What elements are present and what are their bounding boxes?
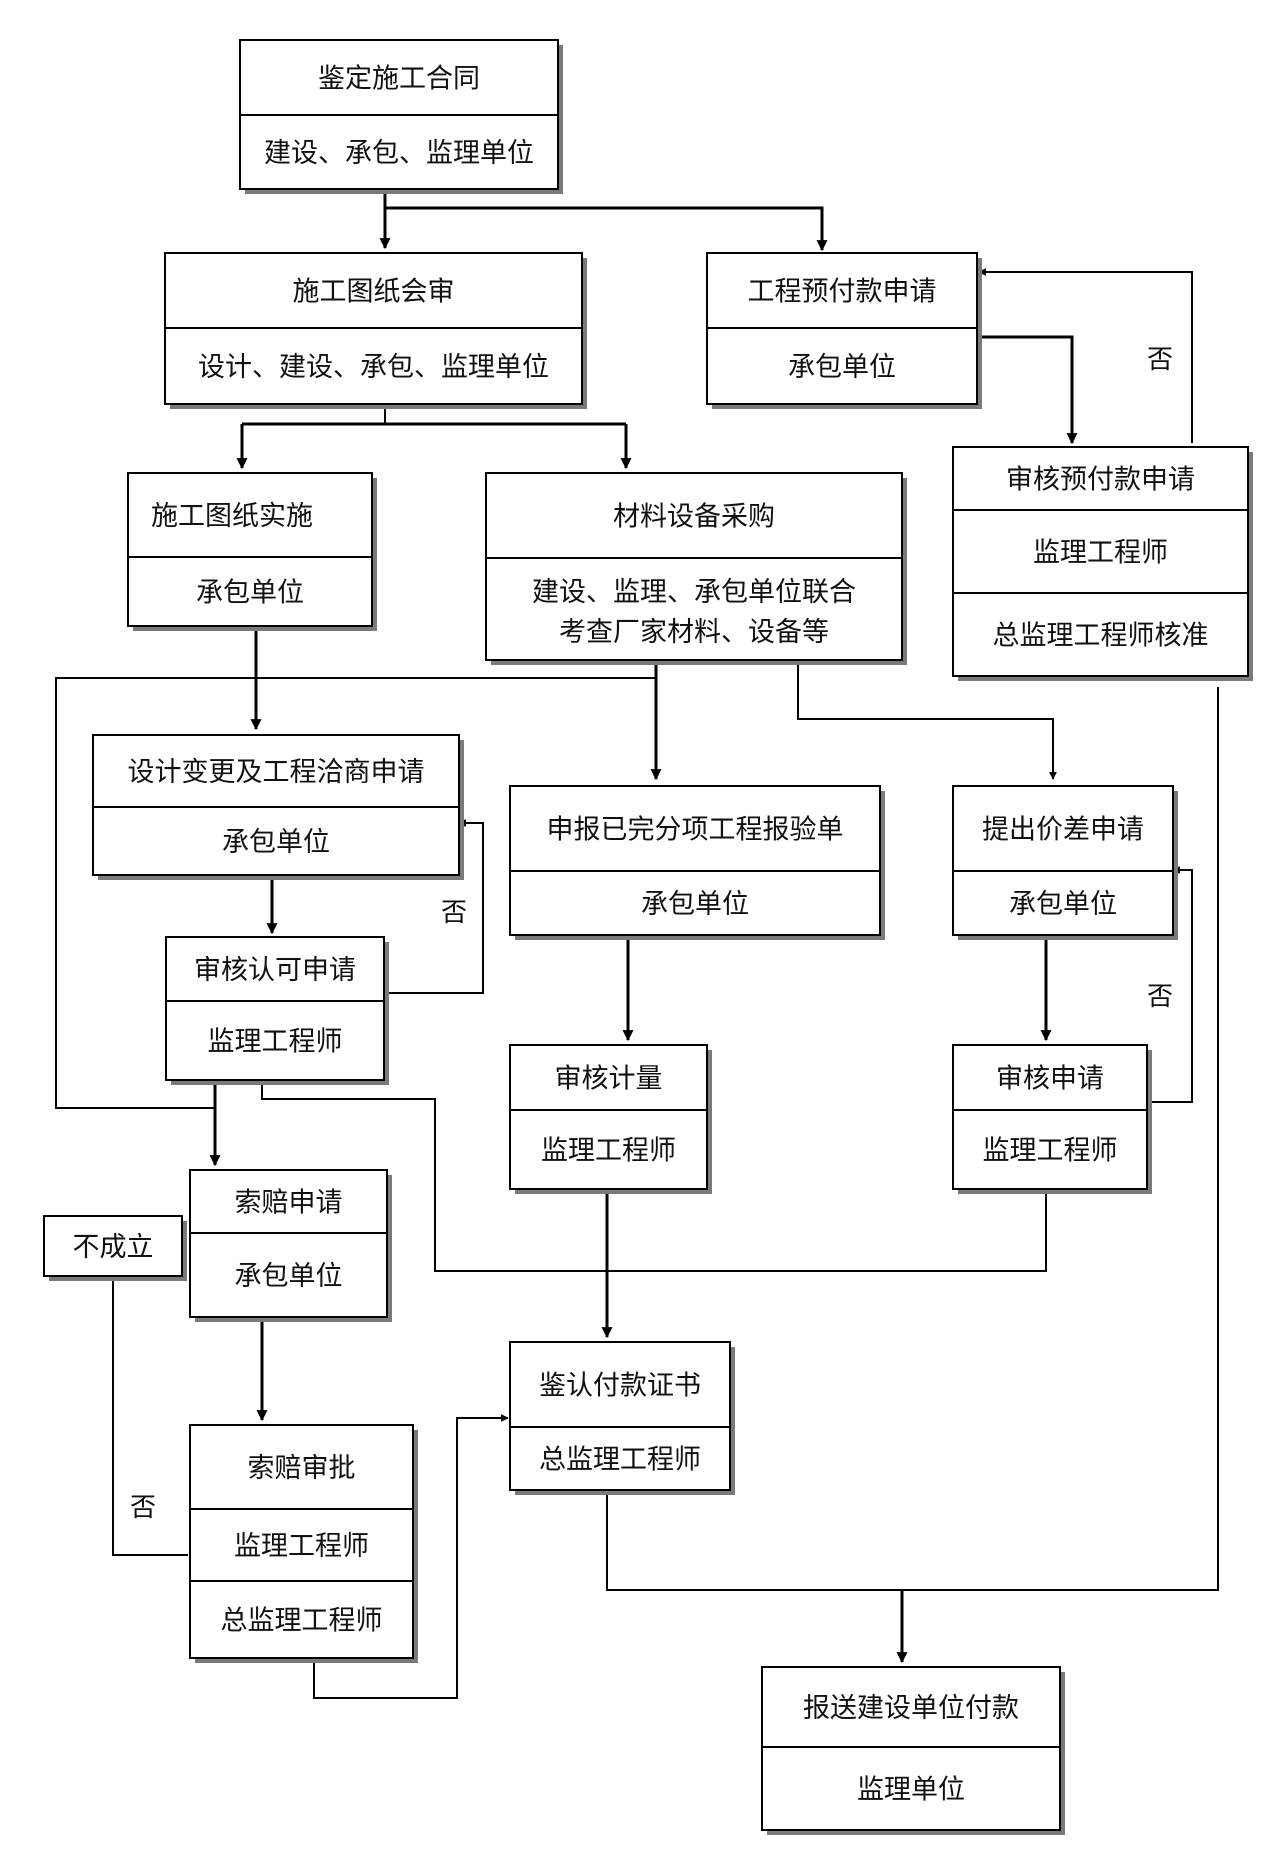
box-title: 审核申请 <box>996 1064 1104 1095</box>
box-label: 监理工程师 <box>983 1136 1118 1167</box>
box-frame <box>509 1044 708 1190</box>
arrow-claim-approve-no-to-invalid <box>109 1271 188 1556</box>
box-label: 总监理工程师 <box>221 1606 383 1637</box>
no-label-claim: 否 <box>130 1493 156 1523</box>
line-payment-cert-to-report <box>606 687 1219 1591</box>
box-frame <box>509 1341 731 1491</box>
arrow-prepay-apply-to-review <box>977 335 1078 445</box>
box-frame <box>509 785 881 936</box>
box-label: 承包单位 <box>235 1261 343 1292</box>
box-frame <box>761 1666 1061 1831</box>
box-title: 施工图纸会审 <box>293 277 455 308</box>
line-material-left-loop <box>55 677 656 1109</box>
box-label: 监理单位 <box>857 1775 965 1806</box>
box-frame <box>165 936 385 1081</box>
box-title: 鉴认付款证书 <box>539 1371 701 1402</box>
box-label: 监理工程师 <box>208 1027 343 1058</box>
box-label: 建设、监理、承包单位联合 <box>532 577 856 608</box>
box-title: 审核计量 <box>555 1064 663 1095</box>
box-frame <box>485 472 903 661</box>
box-title: 索赔审批 <box>248 1453 356 1484</box>
no-label-prepay: 否 <box>1147 345 1173 375</box>
box-frame <box>189 1424 414 1659</box>
box-label: 监理工程师 <box>541 1136 676 1167</box>
box-frame <box>952 1044 1148 1190</box>
box-label: 监理工程师 <box>234 1531 369 1562</box>
box-frame <box>952 446 1249 677</box>
box-title: 审核预付款申请 <box>1006 465 1195 496</box>
connectors <box>55 188 1219 1699</box>
box-label: 承包单位 <box>1009 889 1117 920</box>
box-label: 建设、承包、监理单位 <box>264 138 534 169</box>
arrow-review-approval-no-back <box>384 819 484 994</box>
box-title: 报送建设单位付款 <box>803 1693 1019 1724</box>
box-label: 总监理工程师核准 <box>993 621 1209 652</box>
box-label: 考查厂家材料、设备等 <box>559 617 829 648</box>
arrow-review-apply-no-back <box>1147 866 1193 1103</box>
box-label: 监理工程师 <box>1033 538 1168 569</box>
box-title: 工程预付款申请 <box>748 277 937 308</box>
box-frame <box>189 1169 388 1318</box>
box-title: 索赔申请 <box>235 1188 343 1219</box>
box-label: 承包单位 <box>222 827 330 858</box>
box-not-valid: 不成立 <box>43 1215 187 1281</box>
no-label-review-apply: 否 <box>1147 982 1173 1012</box>
boxes: 鉴定施工合同建设、承包、监理单位施工图纸会审设计、建设、承包、监理单位工程预付款… <box>43 39 1253 1835</box>
box-title: 不成立 <box>73 1232 154 1263</box>
box-label: 承包单位 <box>196 578 304 609</box>
box-title: 提出价差申请 <box>982 815 1144 846</box>
line-review-approval-to-payment <box>261 1080 1047 1272</box>
box-frame <box>952 785 1174 936</box>
box-frame <box>43 1215 183 1277</box>
box-frame <box>92 734 460 876</box>
arrow-material-to-price-diff <box>797 660 1057 780</box>
arrow-prepay-review-no-back <box>978 268 1193 443</box>
arrow-to-drawing-impl <box>242 422 626 468</box>
box-title: 施工图纸实施 <box>151 501 313 532</box>
box-title: 设计变更及工程洽商申请 <box>128 757 425 788</box>
box-label: 总监理工程师 <box>539 1445 701 1476</box>
no-label-review-approval: 否 <box>441 898 467 928</box>
arrow-claim-approve-to-payment-cert <box>313 1414 509 1699</box>
box-title: 材料设备采购 <box>613 502 775 533</box>
box-label: 承包单位 <box>641 889 749 920</box>
arrow-contract-to-prepay-apply <box>385 206 828 252</box>
box-label: 承包单位 <box>788 352 896 383</box>
no-labels: 否 否 否 否 <box>130 345 1173 1523</box>
box-title: 申报已完分项工程报验单 <box>547 815 844 846</box>
box-title: 鉴定施工合同 <box>318 64 480 95</box>
box-label: 设计、建设、承包、监理单位 <box>198 352 549 383</box>
box-title: 审核认可申请 <box>194 955 356 986</box>
box-frame <box>127 472 373 627</box>
